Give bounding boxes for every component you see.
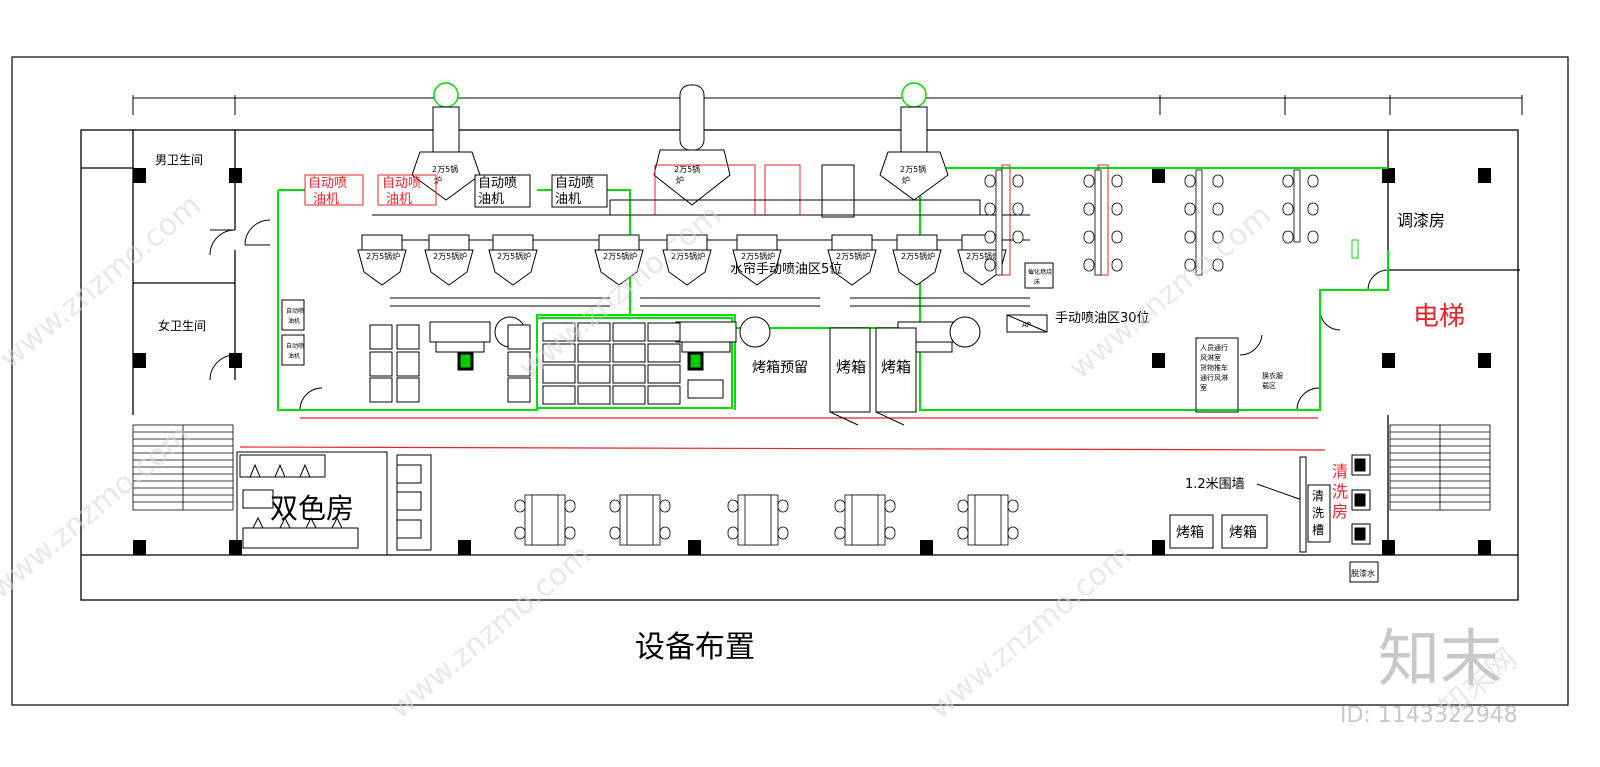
oven-label-1: 烤箱 bbox=[836, 358, 866, 376]
manual-stations bbox=[984, 169, 1319, 276]
drawing-frame bbox=[11, 56, 1569, 706]
svg-text:2万5锅炉: 2万5锅炉 bbox=[497, 251, 531, 261]
oven-reserved: 烤箱预留 bbox=[752, 360, 808, 376]
ovens-upper bbox=[829, 327, 917, 426]
svg-text:2万5锅炉: 2万5锅炉 bbox=[836, 251, 870, 261]
svg-text:炉: 炉 bbox=[676, 175, 684, 185]
svg-text:自动喷: 自动喷 bbox=[286, 342, 304, 350]
svg-text:2万5锅炉: 2万5锅炉 bbox=[966, 251, 1000, 261]
svg-text:油机: 油机 bbox=[478, 192, 504, 207]
svg-text:自动喷: 自动喷 bbox=[382, 176, 421, 191]
passage-box bbox=[1195, 337, 1239, 413]
ovens-lower bbox=[1169, 514, 1268, 549]
svg-text:油机: 油机 bbox=[386, 192, 412, 207]
oven-label-2: 烤箱 bbox=[881, 358, 911, 376]
svg-text:2万5锅炉: 2万5锅炉 bbox=[433, 251, 467, 261]
svg-text:清: 清 bbox=[1312, 489, 1324, 503]
svg-text:洗: 洗 bbox=[1312, 506, 1324, 520]
wall-note: 1.2米围墙 bbox=[1185, 477, 1245, 492]
workbench-clusters bbox=[514, 494, 1019, 546]
svg-text:www.znzmo.com: www.znzmo.com bbox=[383, 538, 598, 727]
svg-text:2万5锅: 2万5锅 bbox=[432, 164, 458, 174]
womens-restroom-label: 女卫生间 bbox=[158, 318, 206, 333]
svg-text:自动喷: 自动喷 bbox=[555, 176, 594, 191]
svg-text:www.znzmo.com: www.znzmo.com bbox=[923, 538, 1138, 727]
svg-text:室: 室 bbox=[1200, 383, 1207, 392]
svg-text:www.znzmo.com: www.znzmo.com bbox=[0, 188, 208, 377]
svg-text:人员通行: 人员通行 bbox=[1200, 343, 1228, 352]
svg-text:2万5锅炉: 2万5锅炉 bbox=[741, 251, 775, 261]
bottom-left-equipment bbox=[396, 454, 432, 551]
passage-labels: 人员通行 风淋室 货物推车 通行风淋 室 换衣服 载区 bbox=[1200, 343, 1283, 392]
svg-text:炉: 炉 bbox=[902, 175, 910, 185]
svg-text:2万5锅炉: 2万5锅炉 bbox=[671, 251, 705, 261]
svg-text:载区: 载区 bbox=[1262, 381, 1276, 390]
svg-text:风淋室: 风淋室 bbox=[1200, 353, 1221, 362]
svg-text:洗: 洗 bbox=[1332, 482, 1348, 501]
oven-grid bbox=[542, 322, 724, 405]
exhaust-towers bbox=[411, 82, 949, 206]
degrease-label: 脱漆水 bbox=[1351, 568, 1375, 578]
svg-text:www.znzmo.com: www.znzmo.com bbox=[0, 418, 198, 607]
svg-text:油机: 油机 bbox=[555, 192, 581, 207]
svg-text:油机: 油机 bbox=[288, 317, 300, 325]
svg-text:油机: 油机 bbox=[313, 192, 339, 207]
svg-text:自动喷: 自动喷 bbox=[478, 176, 517, 191]
svg-text:油机: 油机 bbox=[288, 352, 300, 360]
svg-text:2万5锅炉: 2万5锅炉 bbox=[366, 251, 400, 261]
drawing-title: 设备布置 bbox=[635, 630, 755, 665]
stairs-right bbox=[1389, 424, 1491, 511]
elevator-label: 电梯 bbox=[1413, 302, 1465, 332]
oven-label-3: 烤箱 bbox=[1176, 525, 1204, 541]
paint-mixing-room-label: 调漆房 bbox=[1397, 211, 1445, 230]
wall-note-leader bbox=[1256, 483, 1303, 501]
catalyst-label-2: 床 bbox=[1034, 278, 1040, 286]
paint-room-vent bbox=[1351, 239, 1359, 259]
svg-text:换衣服: 换衣服 bbox=[1262, 371, 1283, 380]
red-lines bbox=[239, 417, 1326, 451]
main-duct bbox=[372, 164, 1030, 307]
svg-text:房: 房 bbox=[1332, 502, 1348, 521]
svg-text:货物推车: 货物推车 bbox=[1200, 363, 1228, 372]
svg-text:炉: 炉 bbox=[434, 175, 442, 185]
catalyst-label-1: 催化燃烧 bbox=[1028, 268, 1052, 276]
ap-label: AP bbox=[1022, 321, 1031, 329]
svg-text:通行风淋: 通行风淋 bbox=[1200, 373, 1228, 382]
auto-machines-black bbox=[474, 174, 608, 208]
fan-units bbox=[357, 234, 1007, 286]
fan-unit-labels: 2万5锅炉 2万5锅炉 2万5锅炉 2万5锅炉 2万5锅炉 2万5锅炉 2万5锅… bbox=[366, 251, 1000, 261]
small-auto-machines bbox=[281, 299, 531, 403]
two-color-room bbox=[236, 451, 388, 556]
watermark-id: ID: 1143322948 bbox=[1340, 703, 1518, 728]
svg-text:2万5锅炉: 2万5锅炉 bbox=[603, 251, 637, 261]
dimension-line bbox=[132, 95, 1523, 115]
stairs-left bbox=[132, 424, 234, 511]
svg-text:自动喷: 自动喷 bbox=[308, 176, 347, 191]
watermark-logo: 知末 bbox=[1378, 622, 1502, 695]
svg-text:2万5锅炉: 2万5锅炉 bbox=[901, 251, 935, 261]
svg-text:2万5锅: 2万5锅 bbox=[900, 164, 926, 174]
svg-text:2万5锅: 2万5锅 bbox=[674, 164, 700, 174]
cleaning-tank bbox=[1299, 454, 1379, 583]
zone-waterless-manual: 水帘手动喷油区5位 bbox=[730, 261, 842, 277]
cleaning-room-labels: 清 洗 房 bbox=[1332, 462, 1348, 521]
tower-labels: 2万5锅 炉 2万5锅 炉 2万5锅 炉 bbox=[432, 164, 926, 185]
svg-text:槽: 槽 bbox=[1312, 523, 1324, 537]
mens-restroom-label: 男卫生间 bbox=[155, 153, 203, 167]
svg-text:自动喷: 自动喷 bbox=[286, 307, 304, 315]
two-color-room-label: 双色房 bbox=[270, 492, 354, 525]
auto-machine-labels: 自动喷 油机 自动喷 油机 自动喷 油机 自动喷 油机 bbox=[308, 176, 594, 207]
small-auto-labels: 自动喷 油机 自动喷 油机 bbox=[286, 307, 304, 360]
catalyst-unit bbox=[1006, 262, 1054, 333]
svg-text:清: 清 bbox=[1332, 462, 1348, 481]
zone-manual-30: 手动喷油区30位 bbox=[1055, 311, 1150, 326]
oven-label-4: 烤箱 bbox=[1229, 525, 1257, 541]
cleaning-tank-labels: 清 洗 槽 bbox=[1312, 489, 1324, 537]
